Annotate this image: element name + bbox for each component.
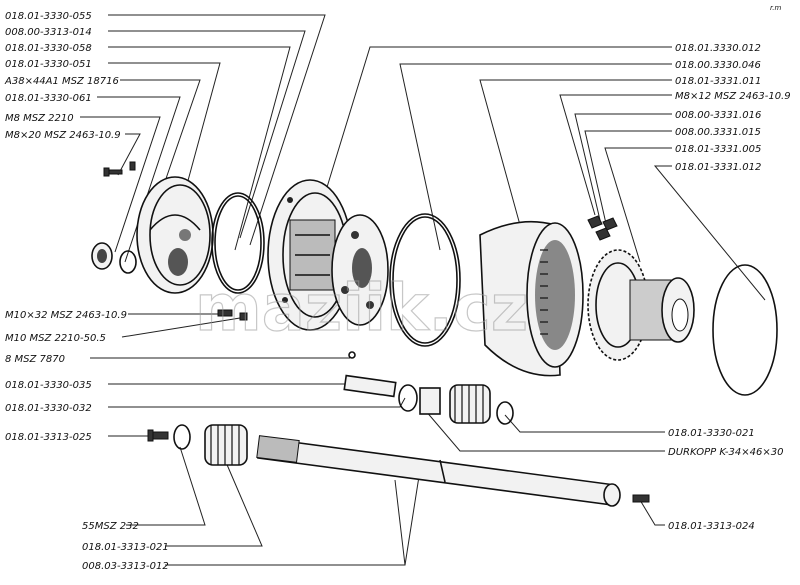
label: 018.00.3330.046 bbox=[675, 60, 761, 71]
thrust-washer bbox=[398, 384, 418, 412]
o-ring-large bbox=[389, 213, 461, 347]
labels-bottom: 55MSZ 232 018.01-3313-021 008.03-3313-01… bbox=[82, 521, 169, 572]
locking-plates bbox=[587, 215, 618, 241]
label: 55MSZ 232 bbox=[82, 521, 139, 532]
label: M10×32 MSZ 2463-10.9 bbox=[5, 310, 127, 321]
labels-left: 018.01-3330-055 008.00-3313-014 018.01-3… bbox=[4, 11, 121, 141]
label: 018.01-3330-032 bbox=[5, 403, 92, 414]
circlip bbox=[173, 424, 191, 450]
corner-mark: r.m bbox=[770, 4, 781, 12]
label: M8×12 MSZ 2463-10.9 bbox=[675, 91, 791, 102]
parts bbox=[91, 161, 778, 507]
label: M10 MSZ 2210-50.5 bbox=[5, 333, 106, 344]
label: 018.01-3330-051 bbox=[5, 59, 92, 70]
bolt-m10x32 bbox=[217, 309, 248, 321]
labels-mid-left: M10×32 MSZ 2463-10.9 M10 MSZ 2210-50.5 8… bbox=[5, 310, 127, 443]
label: 018.01-3313-021 bbox=[82, 542, 169, 553]
leader-lines bbox=[80, 14, 766, 566]
label: M8×20 MSZ 2463-10.9 bbox=[5, 130, 121, 141]
label: 018.01-3330-021 bbox=[668, 428, 755, 439]
label: M8 MSZ 2210 bbox=[5, 113, 74, 124]
drum-housing bbox=[479, 220, 584, 377]
labels-bottom-right: 018.01-3330-021 DURKOPP K-34×46×30 018.0… bbox=[668, 428, 783, 532]
label: 018.01-3331.011 bbox=[675, 76, 761, 87]
bolt-m8x20 bbox=[103, 167, 123, 177]
label: A38×44A1 MSZ 18716 bbox=[4, 76, 119, 87]
washer-021 bbox=[496, 401, 514, 425]
sun-gear bbox=[204, 424, 248, 466]
disc-plate bbox=[331, 214, 389, 326]
label: 018.01-3331.012 bbox=[675, 162, 761, 173]
seal-ring bbox=[91, 242, 113, 270]
label: 018.01-3330-035 bbox=[5, 380, 92, 391]
label: 008.00-3313-014 bbox=[5, 27, 92, 38]
needle-bearing bbox=[419, 387, 441, 415]
gear-hub bbox=[587, 249, 695, 361]
labels-right: 018.01.3330.012 018.00.3330.046 018.01-3… bbox=[675, 43, 791, 173]
housing-flange bbox=[267, 179, 353, 331]
shaft-pin bbox=[343, 374, 397, 398]
label: DURKOPP K-34×46×30 bbox=[668, 447, 783, 458]
gasket bbox=[211, 192, 265, 294]
label: 008.00.3331.015 bbox=[675, 127, 761, 138]
label: 008.03-3313-012 bbox=[82, 561, 169, 572]
nut-m8 bbox=[129, 161, 136, 171]
cover-plate bbox=[136, 176, 214, 294]
bolt-024 bbox=[632, 494, 650, 503]
bolt-025 bbox=[147, 429, 169, 442]
axle-shaft bbox=[256, 435, 621, 507]
label: 008.00-3331.016 bbox=[675, 110, 761, 121]
watermark: maziik.cz bbox=[195, 272, 528, 346]
label: 018.01-3331.005 bbox=[675, 144, 761, 155]
pin bbox=[348, 351, 356, 359]
label: 018.01-3330-058 bbox=[5, 43, 92, 54]
label: 018.01-3313-025 bbox=[5, 432, 92, 443]
oil-seal bbox=[119, 250, 137, 274]
planet-gear bbox=[449, 384, 491, 424]
label: 8 MSZ 7870 bbox=[5, 354, 65, 365]
label: 018.01-3330-061 bbox=[5, 93, 92, 104]
label: 018.01.3330.012 bbox=[675, 43, 761, 54]
snap-ring bbox=[712, 264, 778, 396]
label: 018.01-3330-055 bbox=[5, 11, 92, 22]
label: 018.01-3313-024 bbox=[668, 521, 755, 532]
